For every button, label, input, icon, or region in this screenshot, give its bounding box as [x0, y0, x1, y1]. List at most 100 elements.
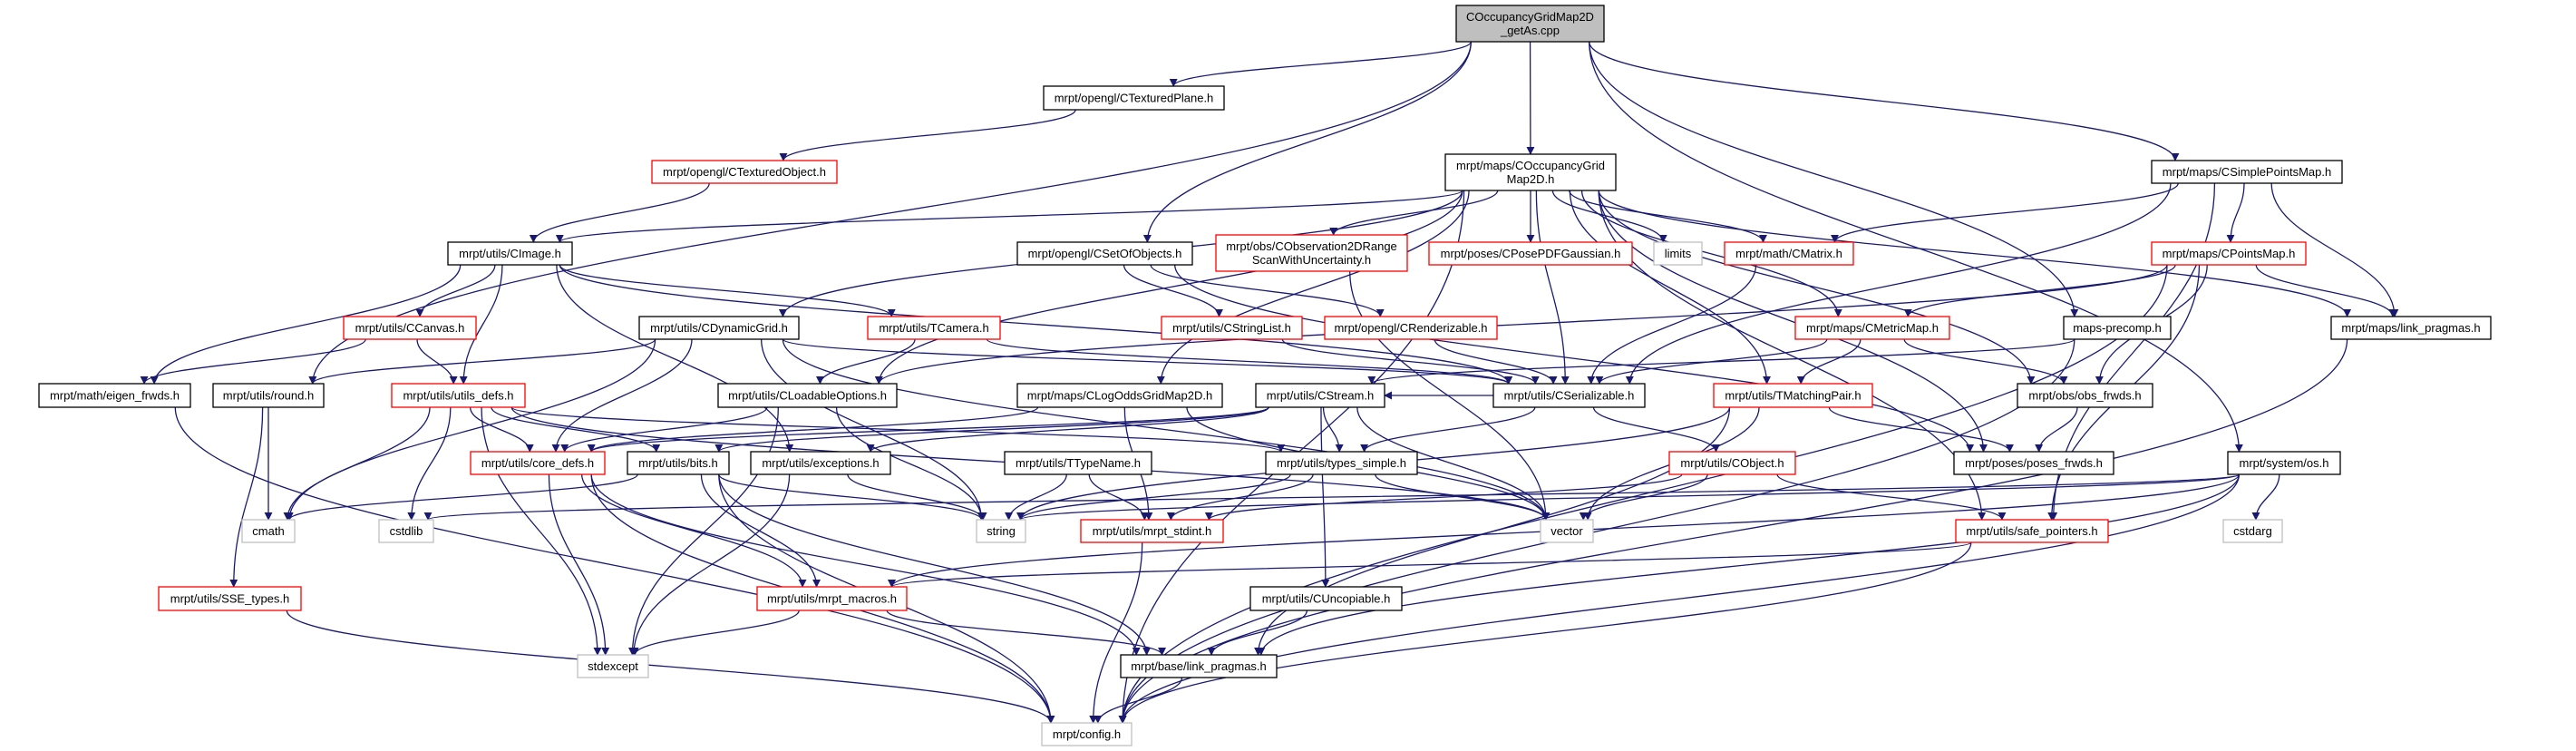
node-baselinkpragmas[interactable]: mrpt/base/link_pragmas.h: [1120, 654, 1278, 678]
edge-root-to-mapsprecomp: [1589, 41, 2079, 317]
node-cstdlib[interactable]: cstdlib: [378, 519, 434, 543]
node-csimplepointsmap[interactable]: mrpt/maps/CSimplePointsMap.h: [2151, 160, 2343, 184]
node-csetofobjects[interactable]: mrpt/opengl/CSetOfObjects.h: [1016, 241, 1193, 266]
node-label: mrpt/utils/mrpt_stdint.h: [1093, 524, 1212, 538]
edge-coredefs-to-baselinkpragmas: [590, 473, 1141, 656]
node-cloadableoptions[interactable]: mrpt/utils/CLoadableOptions.h: [717, 383, 898, 408]
edge-utilsdefs-to-stdexcept: [481, 406, 602, 656]
node-cimage[interactable]: mrpt/utils/CImage.h: [447, 241, 573, 266]
node-label: ScanWithUncertainty.h: [1252, 253, 1371, 267]
node-box: [470, 451, 606, 475]
edge-csetofobjects-to-cstringlist: [1123, 264, 1223, 317]
node-mrptmacros[interactable]: mrpt/utils/mrpt_macros.h: [756, 586, 908, 611]
node-cpointsmap[interactable]: mrpt/maps/CPointsMap.h: [2151, 241, 2307, 266]
node-string[interactable]: string: [976, 519, 1026, 543]
node-label: mrpt/maps/CSimplePointsMap.h: [2163, 165, 2331, 179]
node-coccgrid[interactable]: mrpt/maps/COccupancyGridMap2D.h: [1444, 153, 1617, 191]
node-cobject[interactable]: mrpt/utils/CObject.h: [1668, 451, 1796, 475]
node-cuncopiable[interactable]: mrpt/utils/CUncopiable.h: [1249, 586, 1403, 611]
node-ctexturedobject[interactable]: mrpt/opengl/CTexturedObject.h: [651, 160, 838, 184]
node-safepointers[interactable]: mrpt/utils/safe_pointers.h: [1955, 519, 2109, 543]
node-exceptions[interactable]: mrpt/utils/exceptions.h: [750, 451, 891, 475]
node-label: mrpt/maps/CMetricMap.h: [1806, 321, 1939, 335]
edge-utilsdefs-to-bits: [491, 406, 661, 453]
node-box: [1455, 5, 1605, 43]
node-label: mrpt/utils/mrpt_macros.h: [767, 592, 897, 606]
edge-mapsprecomp-to-config: [1118, 338, 2075, 724]
node-label: mrpt/utils/safe_pointers.h: [1966, 524, 2097, 538]
node-root[interactable]: COccupancyGridMap2D_getAs.cpp: [1455, 5, 1605, 43]
node-box: [638, 316, 800, 340]
node-box: [343, 316, 477, 340]
node-box: [1428, 241, 1633, 266]
node-os[interactable]: mrpt/system/os.h: [2227, 451, 2341, 475]
node-cserializable[interactable]: mrpt/utils/CSerializable.h: [1492, 383, 1646, 408]
node-utilsdefs[interactable]: mrpt/utils/utils_defs.h: [391, 383, 526, 408]
edge-csimplepointsmap-to-mapslinkpragmas: [2270, 182, 2399, 317]
node-box: [1444, 153, 1617, 191]
node-mrptstdint[interactable]: mrpt/utils/mrpt_stdint.h: [1080, 519, 1224, 543]
edge-baselinkpragmas-to-config: [1094, 677, 1183, 724]
node-posesfrwds[interactable]: mrpt/poses/poses_frwds.h: [1953, 451, 2114, 475]
edge-tmatchingpair-to-baselinkpragmas: [1254, 406, 1731, 656]
node-label: mrpt/opengl/CTexturedPlane.h: [1055, 92, 1214, 105]
node-vector[interactable]: vector: [1540, 519, 1594, 543]
edge-cloadableoptions-to-stdexcept: [627, 406, 779, 656]
node-ccanvas[interactable]: mrpt/utils/CCanvas.h: [343, 316, 477, 340]
node-cstringlist[interactable]: mrpt/utils/CStringList.h: [1161, 316, 1303, 340]
node-bits[interactable]: mrpt/utils/bits.h: [627, 451, 730, 475]
node-limits[interactable]: limits: [1653, 241, 1703, 266]
node-config[interactable]: mrpt/config.h: [1041, 722, 1132, 746]
node-mapslinkpragmas[interactable]: mrpt/maps/link_pragmas.h: [2330, 316, 2492, 340]
node-box: [756, 586, 908, 611]
edge-cpointsmap-to-config: [1118, 264, 2168, 724]
edge-bits-to-baselinkpragmas: [718, 473, 1152, 656]
node-stdexcept[interactable]: stdexcept: [577, 654, 649, 678]
edge-cdynamicgrid-to-vector: [782, 338, 1550, 521]
node-label: cstdlib: [390, 524, 423, 538]
node-label: mrpt/maps/CPointsMap.h: [2163, 247, 2296, 260]
edge-exceptions-to-string: [847, 473, 987, 521]
node-label: mrpt/opengl/CRenderizable.h: [1334, 321, 1487, 335]
edge-mapslinkpragmas-to-config: [1118, 338, 2348, 724]
node-label: mrpt/utils/round.h: [223, 389, 314, 403]
node-ctexturedplane[interactable]: mrpt/opengl/CTexturedPlane.h: [1043, 85, 1225, 111]
node-ssetypes[interactable]: mrpt/utils/SSE_types.h: [158, 586, 302, 611]
edge-cimage-to-ccanvas: [415, 264, 496, 317]
edge-safepointers-to-config: [1118, 541, 1972, 724]
node-tmatchingpair[interactable]: mrpt/utils/TMatchingPair.h: [1713, 383, 1873, 408]
nodes-layer: COccupancyGridMap2D_getAs.cpp mrpt/opengl…: [38, 5, 2492, 746]
node-label: mrpt/math/CMatrix.h: [1735, 247, 1842, 260]
edge-ctexturedobject-to-cimage: [529, 182, 710, 243]
node-box: [1540, 519, 1594, 543]
node-obsfrwds[interactable]: mrpt/obs/obs_frwds.h: [2017, 383, 2153, 408]
node-label: mrpt/utils/TCamera.h: [879, 321, 988, 335]
edge-os-to-string: [1016, 473, 2241, 521]
node-cmatrix[interactable]: mrpt/math/CMatrix.h: [1724, 241, 1854, 266]
node-crenderizable[interactable]: mrpt/opengl/CRenderizable.h: [1324, 316, 1498, 340]
node-box: [241, 519, 296, 543]
node-label: mrpt/utils/utils_defs.h: [403, 389, 513, 403]
node-cmetricmap[interactable]: mrpt/maps/CMetricMap.h: [1794, 316, 1950, 340]
node-cstream[interactable]: mrpt/utils/CStream.h: [1255, 383, 1385, 408]
node-eigenfrwds[interactable]: mrpt/math/eigen_frwds.h: [38, 383, 191, 408]
edge-cmetricmap-to-obsfrwds: [1903, 338, 2068, 385]
node-label: mrpt/opengl/CSetOfObjects.h: [1028, 247, 1182, 260]
node-ttypename[interactable]: mrpt/utils/TTypeName.h: [1004, 451, 1152, 475]
node-cobs2drange[interactable]: mrpt/obs/CObservation2DRangeScanWithUnce…: [1215, 234, 1408, 272]
edge-coccgrid-to-cmatrix: [1569, 190, 1767, 243]
node-label: mrpt/utils/core_defs.h: [481, 456, 594, 470]
node-mapsprecomp[interactable]: maps-precomp.h: [2063, 316, 2172, 340]
node-clogodds[interactable]: mrpt/maps/CLogOddsGridMap2D.h: [1016, 383, 1223, 408]
node-label: mrpt/utils/CDynamicGrid.h: [650, 321, 788, 335]
node-cstdarg[interactable]: cstdarg: [2222, 519, 2283, 543]
node-cposepdfgaussian[interactable]: mrpt/poses/CPosePDFGaussian.h: [1428, 241, 1633, 266]
node-coredefs[interactable]: mrpt/utils/core_defs.h: [470, 451, 606, 475]
node-typessimple[interactable]: mrpt/utils/types_simple.h: [1265, 451, 1418, 475]
node-label: maps-precomp.h: [2073, 321, 2162, 335]
node-cdynamicgrid[interactable]: mrpt/utils/CDynamicGrid.h: [638, 316, 800, 340]
node-round[interactable]: mrpt/utils/round.h: [212, 383, 325, 408]
node-tcamera[interactable]: mrpt/utils/TCamera.h: [867, 316, 1001, 340]
edge-obsfrwds-to-posesfrwds: [2035, 406, 2078, 453]
node-cmath[interactable]: cmath: [241, 519, 296, 543]
